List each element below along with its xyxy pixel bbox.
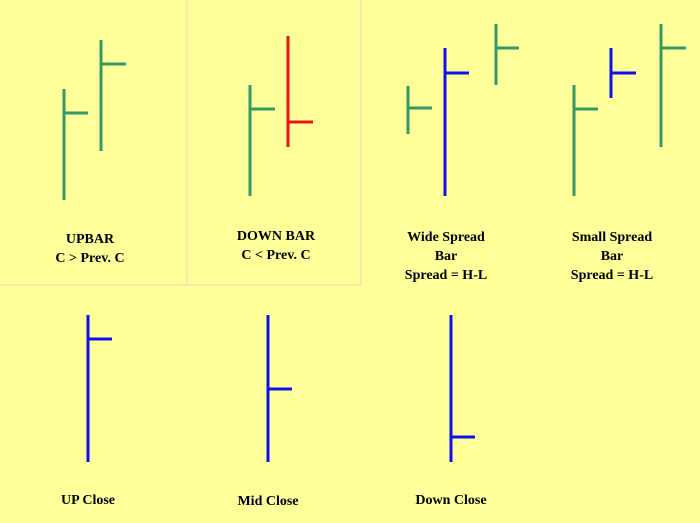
caption-line: UPBAR <box>65 232 115 247</box>
previous-bar <box>62 89 88 200</box>
down-bar <box>286 36 313 147</box>
caption-line: Bar <box>600 249 624 264</box>
caption-line: Down Close <box>415 493 487 508</box>
left-bar <box>572 85 598 196</box>
caption-line: UP Close <box>60 493 116 508</box>
up-close-caption: UP Close <box>61 491 115 510</box>
caption-line: Small Spread <box>571 230 653 245</box>
mid-close-bar <box>266 315 292 462</box>
panel-divider <box>360 0 362 286</box>
small-spread-caption: Small Spread Bar Spread = H-L <box>571 228 653 285</box>
small-spread-bar <box>609 48 636 98</box>
caption-line: C < Prev. C <box>241 248 311 263</box>
down-bar-caption: DOWN BAR C < Prev. C <box>237 227 315 265</box>
wide-spread-bar <box>443 48 469 196</box>
wide-spread-caption: Wide Spread Bar Spread = H-L <box>405 228 487 285</box>
panel-divider <box>0 284 362 286</box>
upbar-group <box>62 40 126 200</box>
panel-divider <box>186 0 188 286</box>
wide-spread-group <box>406 24 519 196</box>
caption-line: Wide Spread <box>407 230 485 245</box>
mid-close-caption: Mid Close <box>237 492 298 511</box>
left-bar <box>406 86 432 134</box>
caption-line: DOWN BAR <box>236 229 316 244</box>
caption-line: Mid Close <box>237 494 299 509</box>
right-bar <box>494 24 519 85</box>
upbar-caption: UPBAR C > Prev. C <box>55 230 124 268</box>
up-bar <box>99 40 126 151</box>
caption-line: Spread = H-L <box>404 268 488 283</box>
down-bar-group <box>248 36 313 196</box>
small-spread-group <box>572 24 686 196</box>
caption-line: C > Prev. C <box>55 251 125 266</box>
down-close-bar <box>449 315 475 462</box>
previous-bar <box>248 85 275 196</box>
up-close-bar <box>86 315 112 462</box>
caption-line: Spread = H-L <box>570 268 654 283</box>
down-close-caption: Down Close <box>415 491 486 510</box>
caption-line: Bar <box>434 249 458 264</box>
right-bar <box>659 24 686 147</box>
